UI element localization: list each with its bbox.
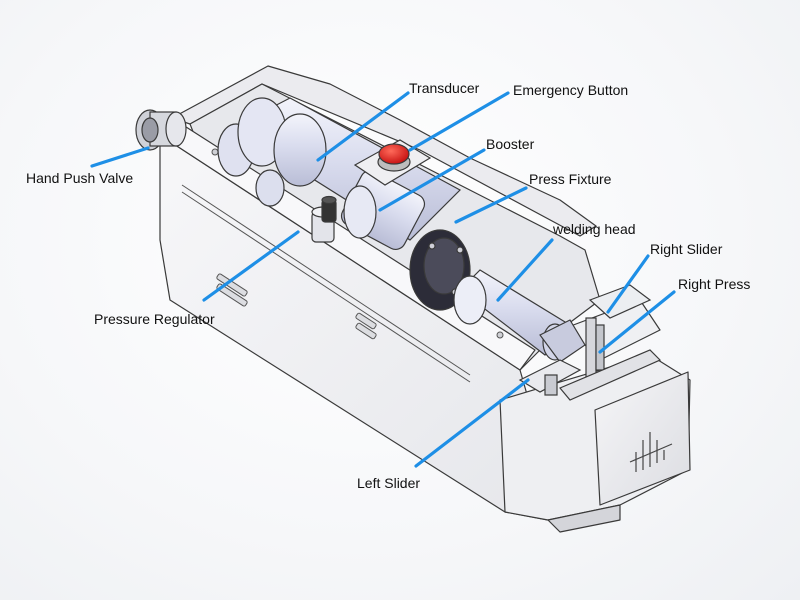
hand-push-valve <box>135 109 187 151</box>
label-right-slider: Right Slider <box>650 241 723 257</box>
leader-right-slider <box>606 254 650 314</box>
leader-transducer <box>316 91 410 162</box>
label-welding-head: welding head <box>553 221 636 237</box>
pressure-regulator-part <box>311 195 337 243</box>
base-foot <box>547 504 621 533</box>
leader-booster <box>378 148 486 212</box>
label-booster: Booster <box>486 136 535 152</box>
leader-right-press <box>598 290 676 354</box>
leader-welding-head <box>496 238 554 302</box>
right-slider-part <box>588 284 652 319</box>
leader-lines <box>90 91 676 468</box>
label-emergency-button: Emergency Button <box>513 82 629 98</box>
label-right-press: Right Press <box>678 276 751 292</box>
transducer-booster-assembly <box>217 97 461 250</box>
leader-hand-push-valve <box>90 146 150 168</box>
label-left-slider: Left Slider <box>357 475 421 491</box>
label-hand-push-valve: Hand Push Valve <box>26 170 134 186</box>
side-wall-details <box>181 148 504 383</box>
label-transducer: Transducer <box>409 80 480 96</box>
leader-pressure-regulator <box>202 230 300 302</box>
label-pressure-regulator: Pressure Regulator <box>94 311 215 327</box>
emergency-button <box>353 139 432 186</box>
welding-head <box>453 269 586 363</box>
leader-emergency-button <box>408 91 510 152</box>
slider-assembly <box>518 284 662 401</box>
leader-left-slider <box>414 378 530 468</box>
leader-press-fixture <box>454 186 528 224</box>
logo-mark <box>629 432 673 472</box>
label-press-fixture: Press Fixture <box>529 171 612 187</box>
end-face <box>594 371 691 506</box>
